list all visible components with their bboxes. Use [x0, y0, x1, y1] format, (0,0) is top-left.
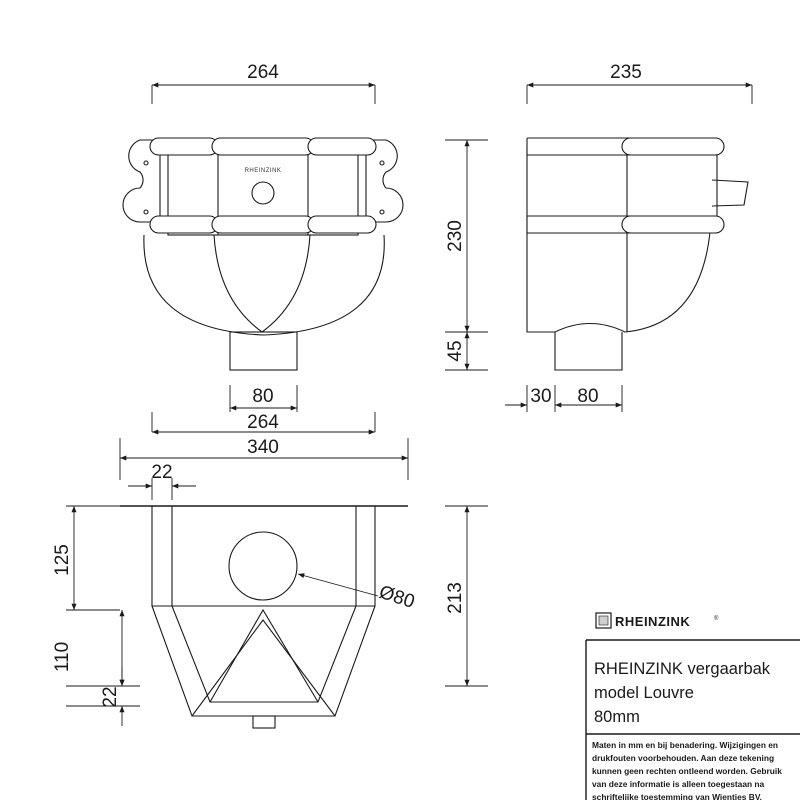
side-spout: [711, 179, 749, 207]
dim-side-outlet-height: 45: [445, 340, 466, 361]
front-left-scallop: [122, 139, 161, 223]
dim-side-height: 230: [445, 220, 466, 252]
brand-registered: ®: [714, 615, 719, 622]
dim-top-upper: 125: [52, 544, 73, 576]
dim-top-lower: 110: [52, 642, 73, 672]
dim-top-outlet: 22: [100, 686, 121, 707]
dim-top-inner: 264: [247, 412, 279, 433]
front-right-scallop: [365, 139, 404, 223]
top-view: [120, 505, 408, 729]
front-bowl-seam-left: [213, 234, 263, 333]
dim-side-offset: 30: [530, 386, 551, 407]
emblem-circle: [251, 181, 275, 205]
front-dimensions: 264 80: [151, 62, 376, 412]
side-view: [526, 137, 749, 371]
front-view: RHEINZINK: [122, 137, 404, 371]
front-outlet-pipe: [229, 331, 298, 371]
dim-hole-diameter: Ø80: [376, 582, 417, 613]
emboss-label: RHEINZINK: [245, 168, 282, 174]
note-line-4: van deze informatie is alleen toegestaan…: [592, 779, 765, 789]
top-dimensions: 264 340 22 125 110 22 213 Ø80: [52, 412, 488, 726]
note-line-5: schriftelijke toestemming van Wientjes B…: [592, 792, 762, 800]
title-line-1: RHEINZINK vergaarbak: [594, 660, 771, 678]
title-line-3: 80mm: [594, 708, 640, 726]
dim-front-width: 264: [247, 62, 279, 83]
dim-top-outer: 340: [247, 437, 279, 458]
title-block: RHEINZINK ® RHEINZINK vergaarbak model L…: [585, 612, 800, 800]
top-hole: [228, 531, 298, 601]
front-bowl-seam-right: [261, 234, 311, 333]
dim-top-total: 213: [445, 582, 466, 614]
front-bowl-outline: [143, 234, 385, 336]
title-line-2: model Louvre: [594, 684, 694, 702]
brand-name: RHEINZINK: [615, 614, 690, 629]
dim-side-width: 235: [610, 62, 642, 83]
side-dimensions: 235 230 45 30 80: [445, 62, 753, 412]
side-outlet-pipe: [554, 332, 623, 371]
dim-front-outlet: 80: [252, 386, 273, 407]
dim-top-flange: 22: [151, 462, 172, 483]
note-line-1: Maten in mm en bij benadering. Wijziging…: [592, 740, 778, 750]
brand-logo-icon: [595, 612, 612, 629]
side-bowl-outline: [526, 231, 711, 333]
note-line-3: kunnen geen rechten ontleend worden. Geb…: [592, 766, 782, 776]
note-line-2: drukfouten voorbehouden. Aan deze tekeni…: [592, 753, 774, 763]
dim-side-outlet: 80: [577, 386, 598, 407]
